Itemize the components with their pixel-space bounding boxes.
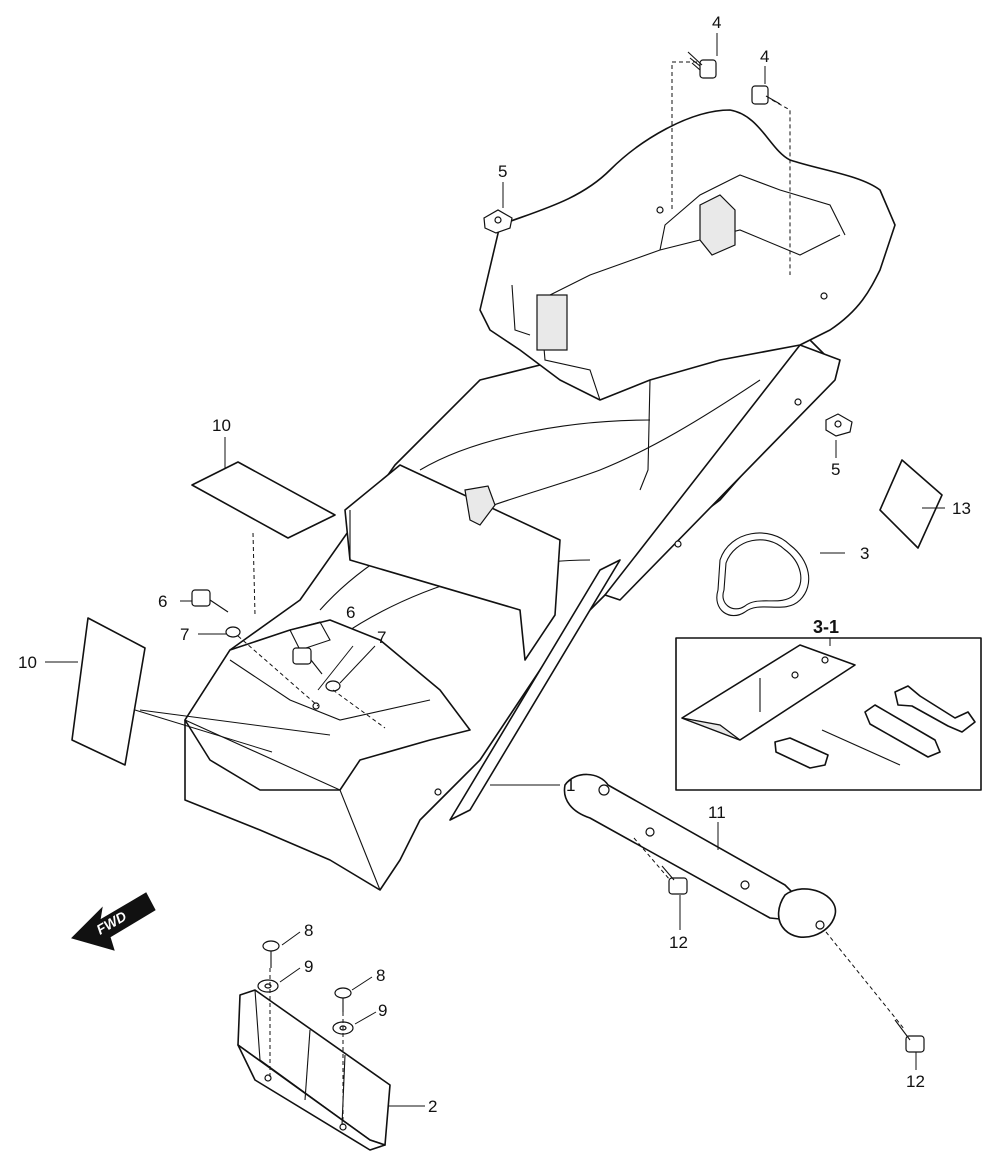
hardware bbox=[191, 51, 925, 1053]
callouts: 1 2 3 3-1 4 4 5 5 6 6 7 7 8 8 9 9 10 10 … bbox=[18, 13, 971, 1116]
splash-guard bbox=[237, 989, 391, 1151]
callout-2: 2 bbox=[428, 1097, 437, 1116]
rubber-band bbox=[716, 532, 810, 617]
pad-10-upper bbox=[191, 461, 336, 539]
callout-10-upper: 10 bbox=[212, 416, 231, 435]
tool-kit-inset bbox=[675, 637, 982, 791]
callout-4-lower: 4 bbox=[760, 47, 769, 66]
callout-3: 3 bbox=[860, 544, 869, 563]
callout-13: 13 bbox=[952, 499, 971, 518]
callout-9-left: 9 bbox=[304, 957, 313, 976]
callout-8-left: 8 bbox=[304, 921, 313, 940]
warning-label-13 bbox=[879, 459, 943, 549]
callout-1: 1 bbox=[566, 776, 575, 795]
callout-5-lower: 5 bbox=[831, 460, 840, 479]
callout-6-left: 6 bbox=[158, 592, 167, 611]
callout-3-1: 3-1 bbox=[813, 617, 839, 637]
callout-7-center: 7 bbox=[377, 628, 386, 647]
callout-9-right: 9 bbox=[378, 1001, 387, 1020]
fwd-arrow-icon: FWD bbox=[71, 892, 156, 951]
callout-12-left: 12 bbox=[669, 933, 688, 952]
pad-10-left bbox=[71, 617, 146, 766]
callout-10-left: 10 bbox=[18, 653, 37, 672]
support-bar bbox=[563, 773, 837, 939]
leader-lines bbox=[45, 33, 945, 1107]
assembly-lines bbox=[237, 61, 906, 1125]
callout-8-right: 8 bbox=[376, 966, 385, 985]
callout-6-center: 6 bbox=[346, 603, 355, 622]
callout-11: 11 bbox=[708, 803, 726, 822]
callout-12-right: 12 bbox=[906, 1072, 925, 1091]
callout-4-upper: 4 bbox=[712, 13, 721, 32]
callout-5-upper: 5 bbox=[498, 162, 507, 181]
callout-7-left: 7 bbox=[180, 625, 189, 644]
